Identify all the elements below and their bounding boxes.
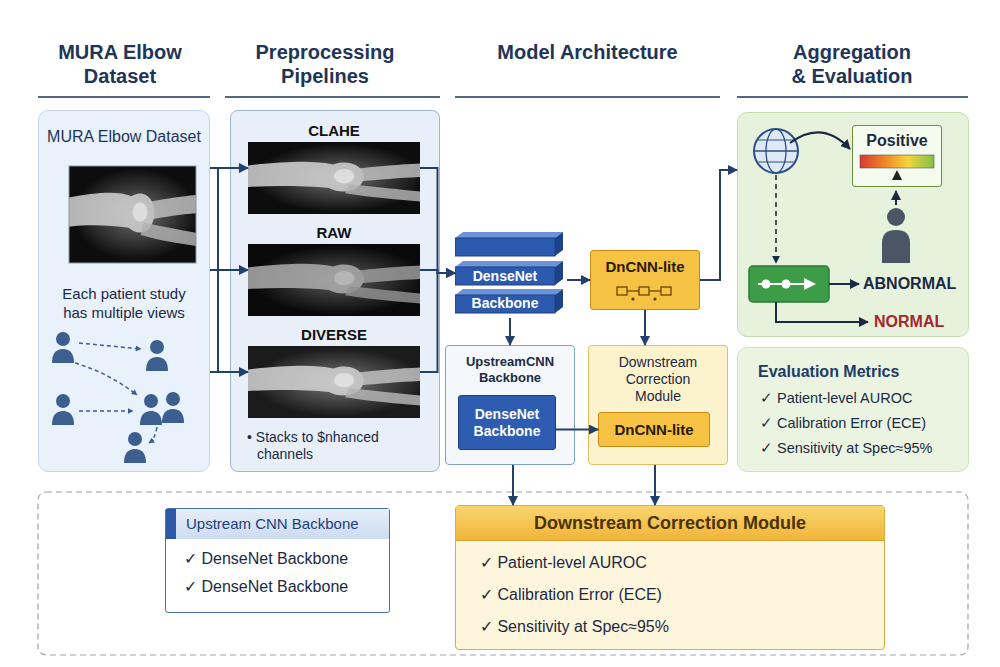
elbow-xray [248,244,420,316]
layer-glyph [617,287,671,295]
header-rule [455,96,720,98]
list-item: ✓ DenseNet Backbone [166,573,389,601]
column-header: Preprocessing Pipelines [225,40,425,88]
connector-arrow [512,465,514,505]
header-rule [38,96,210,98]
globe-icon [754,129,798,173]
panel-heading: UpstreamCNN Backbone [446,346,574,386]
elbow-xray [248,142,420,214]
patient-icons [52,332,184,463]
dataset-panel: MURA Elbow DatasetEach patient study has… [38,110,210,472]
image-tile: CLAHE [248,122,420,214]
image-tile: RAW [248,224,420,316]
connector-arrow [644,310,646,345]
header-rule [737,96,968,98]
diverse-tint [248,346,420,418]
header-holder: Preprocessing Pipelines [225,40,425,88]
preprocessing-panel: • Stacks to $nhanced channels CLAHE RAW … [230,110,440,472]
connector-arrow [509,318,511,345]
output-arrow [776,302,868,322]
panel-heading: Evaluation Metrics [758,362,968,382]
stack-label: DenseNet Backbone [455,263,555,317]
column-header: Aggregation & Evaluation [787,40,917,88]
patient-links [75,343,157,443]
dashed-link [149,427,157,443]
column-header: MURA Elbow Dataset [35,40,205,88]
panel-note: Each patient study has multiple views [39,284,209,322]
raw-dim [248,244,420,316]
metrics-panel: Evaluation Metrics✓ Patient-level AUROC✓… [737,347,969,472]
header-holder: Aggregation & Evaluation [787,40,917,88]
output-label: ABNORMAL [863,274,968,293]
header-holder: Model Architecture [455,40,720,64]
group-panel: UpstreamCNN BackboneDenseNet Backbone [445,345,575,465]
process-box: DenseNet Backbone [458,395,556,450]
module-box: DnCNN-lite [598,412,710,447]
stack-slab [455,232,563,256]
patient-icon [146,340,168,371]
box-header: Downstream Correction Module [456,506,884,541]
layout-lines [218,168,219,372]
connector-arrow [567,279,590,281]
header-rule [225,96,440,98]
list-item: ✓ Patient-level AUROC [456,547,884,579]
elbow-xray [69,166,200,263]
patient-icon [52,332,74,363]
metric-item: ✓ Sensitivity at Spec≈95% [738,436,968,461]
tile-label: DIVERSE [248,326,420,344]
elbow-xray [248,346,420,418]
summary-box: Downstream Correction Module ✓ Patient-le… [455,505,885,650]
header-holder: MURA Elbow Dataset [35,40,205,88]
summary-box: Upstream CNN Backbone ✓ DenseNet Backbone… [165,508,390,613]
icon-dot [653,297,656,300]
dashed-link [79,410,133,412]
output-arrow [829,283,859,285]
review-arrow [895,191,897,205]
metric-item: ✓ Patient-level AUROC [738,386,968,411]
box-header: Upstream CNN Backbone [166,509,389,539]
backbone-stack: DenseNet Backbone [455,228,567,318]
bullet-note: • Stacks to $nhanced channels [231,429,439,463]
tile-label: CLAHE [248,122,420,140]
connector-arrow [654,465,656,505]
patient-icon [124,432,146,463]
xray-frame [69,166,196,263]
header-rules [38,96,968,98]
list-item: ✓ DenseNet Backbone [166,545,389,573]
panel-heading: MURA Elbow Dataset [39,127,209,147]
panel-heading: Downstream Correction Module [608,354,708,405]
list-item: ✓ Calibration Error (ECE) [456,579,884,611]
aggregation-panel: ABNORMAL NORMAL Positive [737,112,969,337]
fan-out-line [217,168,219,372]
metric-item: ✓ Calibration Error (ECE) [738,411,968,436]
output-label: NORMAL [874,312,968,331]
module-label: DnCNN-lite [599,413,709,446]
patient-icon [52,394,74,425]
patient-icon [140,394,162,425]
connector-arrow [700,170,737,280]
dashed-region [38,492,968,655]
list-item: ✓ Sensitivity at Spec≈95% [456,611,884,643]
group-panel: Downstream Correction ModuleDnCNN-lite [588,345,728,465]
score-label: Positive [853,126,941,151]
curved-arrow [790,132,850,149]
aggregator-box [749,266,829,302]
tile-label: RAW [248,224,420,242]
module-label: DnCNN-lite [591,251,699,276]
gauge-bar [860,155,934,168]
dashed-arrow [775,175,777,263]
image-tile: DIVERSE [248,326,420,418]
module-box: DnCNN-lite [590,250,700,310]
clinician-icon [882,208,910,263]
column-header: Model Architecture [455,40,720,64]
dashed-link [75,363,137,395]
score-box: Positive [852,125,942,187]
box-label: DenseNet Backbone [459,396,555,440]
dashed-link [79,343,141,349]
patient-icon [162,392,184,423]
icon-dot [631,297,634,300]
gauge-pointer [892,170,902,180]
